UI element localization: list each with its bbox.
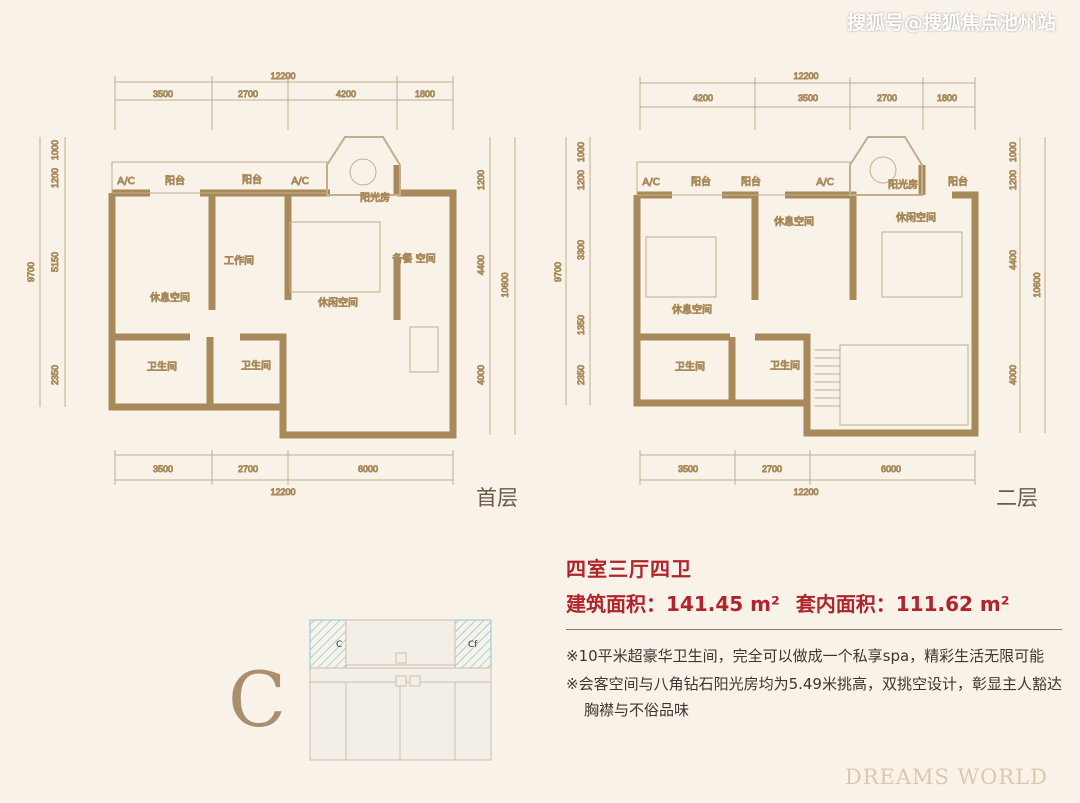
dim-top-total: 12200 bbox=[270, 71, 295, 81]
room-label: 休息空间 bbox=[672, 303, 712, 316]
room-label: 阳台 bbox=[165, 174, 185, 187]
dim-left: 1350 bbox=[576, 315, 586, 335]
dim-bottom: 3500 bbox=[678, 464, 698, 474]
dim-right: 4400 bbox=[1008, 250, 1018, 270]
key-label-c: C bbox=[336, 640, 342, 650]
plant-icon bbox=[349, 158, 377, 186]
brand-logo: DREAMS WORLD bbox=[844, 765, 1048, 789]
dim-left: 3300 bbox=[576, 240, 586, 260]
balcony-outline bbox=[636, 161, 851, 196]
room-label: 休闲空间 bbox=[896, 211, 936, 224]
feature-notes: ※10平米超豪华卫生间，完全可以做成一个私享spa，精彩生活无限可能 ※会客空间… bbox=[566, 643, 1066, 725]
dim-top: 1800 bbox=[415, 89, 435, 99]
building-area: 建筑面积：141.45 m² bbox=[566, 592, 780, 616]
room-label: 工作间 bbox=[224, 254, 254, 267]
dim-bottom-total: 12200 bbox=[793, 487, 818, 497]
room-label: 卫生间 bbox=[147, 360, 177, 373]
room-label: 休息空间 bbox=[150, 291, 190, 304]
building-key-plan: C Cf bbox=[309, 619, 492, 761]
dim-right-total: 10600 bbox=[500, 272, 510, 297]
dim-left: 2350 bbox=[50, 365, 60, 385]
dim-right-total: 10600 bbox=[1032, 272, 1042, 297]
sofa-set bbox=[645, 236, 717, 298]
room-label: 卫生间 bbox=[241, 359, 271, 372]
wall bbox=[722, 191, 759, 300]
sofa-set bbox=[881, 231, 963, 298]
sunroom-outline bbox=[326, 136, 401, 196]
dim-top: 4200 bbox=[336, 89, 356, 99]
room-label: A/C bbox=[117, 176, 134, 187]
dim-bottom: 3500 bbox=[153, 464, 173, 474]
dim-bottom: 2700 bbox=[762, 464, 782, 474]
room-label: 阳光房 bbox=[360, 191, 390, 204]
dim-right: 1200 bbox=[1008, 170, 1018, 190]
wall bbox=[108, 189, 457, 439]
room-label: 卫生间 bbox=[675, 360, 705, 373]
inner-area: 套内面积：111.62 m² bbox=[795, 592, 1010, 616]
dim-bottom: 2700 bbox=[238, 464, 258, 474]
wall bbox=[755, 333, 811, 403]
dim-top: 4200 bbox=[693, 93, 713, 103]
dim-top: 3500 bbox=[153, 89, 173, 99]
unit-summary: 四室三厅四卫 建筑面积：141.45 m² 套内面积：111.62 m² bbox=[566, 553, 1026, 617]
room-label: A/C bbox=[816, 177, 833, 188]
dim-left: 1200 bbox=[576, 170, 586, 190]
room-label: 阳台 bbox=[242, 173, 262, 186]
room-label: 阳台 bbox=[691, 175, 711, 188]
sofa-set bbox=[289, 221, 381, 293]
balcony-outline bbox=[111, 161, 328, 194]
wall bbox=[785, 191, 857, 300]
dim-top: 1800 bbox=[937, 93, 957, 103]
dim-left-total: 9700 bbox=[553, 262, 563, 282]
room-label: 休闲空间 bbox=[318, 296, 358, 309]
wall bbox=[633, 191, 979, 437]
dim-right: 1000 bbox=[1008, 142, 1018, 162]
void-opening bbox=[839, 344, 969, 426]
dim-left-total: 9700 bbox=[26, 262, 36, 282]
dining-table bbox=[409, 326, 439, 373]
dim-right: 4000 bbox=[1008, 365, 1018, 385]
dim-top: 2700 bbox=[238, 89, 258, 99]
room-label: A/C bbox=[291, 176, 308, 187]
dim-left: 1000 bbox=[576, 142, 586, 162]
dim-left: 2350 bbox=[576, 365, 586, 385]
dim-right: 4000 bbox=[476, 365, 486, 385]
divider bbox=[566, 629, 1062, 630]
room-label: 卫生间 bbox=[770, 359, 800, 372]
room-label: A/C bbox=[642, 177, 659, 188]
dim-bottom: 6000 bbox=[358, 464, 378, 474]
floor2-title: 二层 bbox=[996, 486, 1038, 510]
room-label: 阳台 bbox=[948, 175, 968, 188]
floor-plan-1: 12200 3500 2700 4200 1800 3500 2700 6000 12200 10… bbox=[26, 71, 516, 498]
note-2: ※会客空间与八角钻石阳光房均为5.49米挑高，双挑空设计，彰显主人豁达胸襟与不俗… bbox=[566, 675, 1062, 719]
room-label: 阳光房 bbox=[888, 178, 918, 191]
dim-left: 1000 bbox=[50, 140, 60, 160]
room-label: 备餐 空间 bbox=[392, 252, 435, 265]
wall bbox=[240, 333, 287, 407]
dim-top: 3500 bbox=[798, 93, 818, 103]
floor-plans: 12200 3500 2700 4200 1800 3500 2700 6000 12200 10… bbox=[26, 71, 1046, 498]
key-label-cf: Cf bbox=[468, 640, 478, 650]
plant-icon bbox=[869, 156, 897, 184]
dim-top: 2700 bbox=[877, 93, 897, 103]
dim-left: 1200 bbox=[50, 168, 60, 188]
dim-bottom-total: 12200 bbox=[270, 487, 295, 497]
dim-left: 5150 bbox=[50, 252, 60, 272]
dim-right: 4400 bbox=[476, 255, 486, 275]
floor-plan-2: 12200 4200 3500 2700 1800 3500 2700 6000 12200 10… bbox=[553, 71, 1046, 498]
dim-top-total: 12200 bbox=[793, 71, 818, 81]
unit-layout: 四室三厅四卫 bbox=[566, 557, 692, 581]
watermark: 搜狐号@搜狐焦点池州站 bbox=[846, 12, 1056, 34]
floor1-title: 首层 bbox=[476, 486, 518, 510]
unit-letter: C bbox=[228, 655, 287, 744]
unit-c-highlight bbox=[309, 619, 347, 669]
dim-bottom: 6000 bbox=[881, 464, 901, 474]
dim-right: 1200 bbox=[476, 170, 486, 190]
note-1: ※10平米超豪华卫生间，完全可以做成一个私享spa，精彩生活无限可能 bbox=[566, 647, 1045, 665]
room-label: 阳台 bbox=[741, 175, 761, 188]
room-label: 休息空间 bbox=[774, 215, 814, 228]
